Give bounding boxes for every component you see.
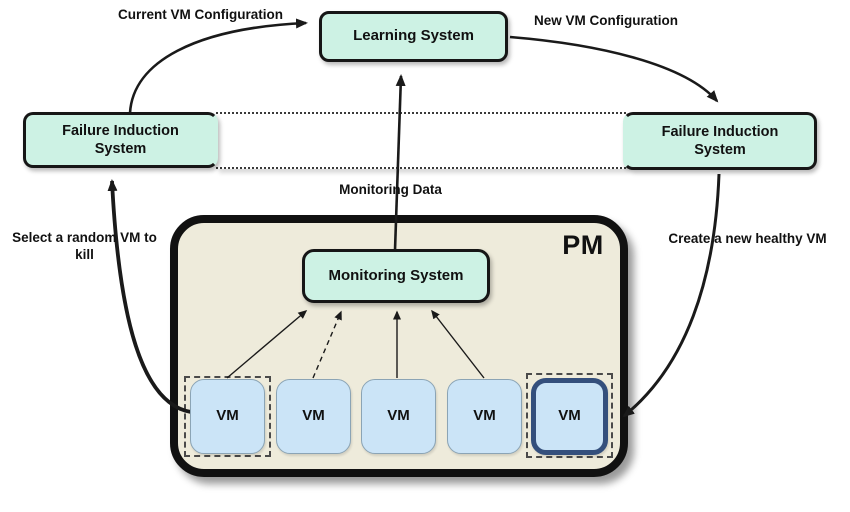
vm-5-dashed-outline bbox=[526, 373, 613, 458]
dotted-channel-band bbox=[216, 112, 626, 169]
vm-1-box: VM bbox=[190, 379, 265, 454]
vm-3-label: VM bbox=[387, 407, 410, 425]
pm-label: PM bbox=[562, 230, 604, 260]
vm-4-label: VM bbox=[473, 407, 496, 425]
vm-5-label: VM bbox=[558, 407, 581, 425]
new-vm-configuration-label: New VM Configuration bbox=[534, 13, 678, 28]
failure-induction-left-box: Failure Induction System bbox=[23, 112, 218, 168]
vm-3-box: VM bbox=[361, 379, 436, 454]
vm-4-box: VM bbox=[447, 379, 522, 454]
select-random-vm-label: Select a random VM to kill bbox=[12, 230, 157, 262]
vm-4-monitoring-arrow bbox=[431, 309, 485, 379]
current-vm-configuration-label: Current VM Configuration bbox=[118, 7, 283, 22]
new-vm-configuration-arrow bbox=[509, 35, 719, 103]
vm-2-label: VM bbox=[302, 407, 325, 425]
learning-system-box: Learning System bbox=[319, 11, 508, 62]
failure-induction-right-box: Failure Induction System bbox=[623, 112, 817, 170]
vm-5-box-highlighted: VM bbox=[531, 378, 608, 455]
monitoring-system-label: Monitoring System bbox=[328, 266, 464, 284]
vm-1-label: VM bbox=[216, 407, 239, 425]
learning-system-label: Learning System bbox=[353, 27, 474, 45]
current-vm-configuration-arrow bbox=[128, 18, 308, 114]
vm-2-monitoring-arrow bbox=[312, 310, 342, 379]
failure-induction-right-label: Failure Induction System bbox=[661, 123, 779, 158]
monitoring-data-arrow bbox=[393, 74, 406, 251]
monitoring-data-label: Monitoring Data bbox=[339, 182, 442, 197]
vm-1-monitoring-arrow bbox=[226, 310, 308, 379]
create-new-vm-arrow bbox=[622, 173, 721, 418]
vm-2-box: VM bbox=[276, 379, 351, 454]
failure-induction-left-label: Failure Induction System bbox=[62, 122, 179, 157]
create-new-vm-label: Create a new healthy VM bbox=[668, 231, 827, 246]
monitoring-system-box: Monitoring System bbox=[302, 249, 490, 303]
select-random-vm-arrow bbox=[107, 179, 192, 414]
